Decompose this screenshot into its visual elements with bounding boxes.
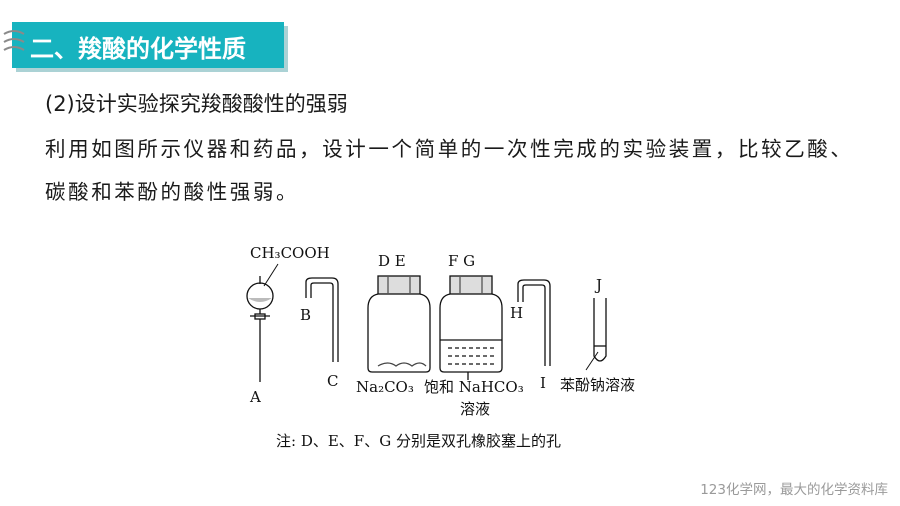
label-j: J	[594, 276, 602, 294]
funnel-leader-line	[263, 263, 279, 287]
binder-rings-icon	[3, 30, 25, 51]
bottle2-reagent-label-line2: 溶液	[460, 400, 490, 418]
apparatus-diagram: CH₃COOH A B C D E Na₂CO₃ F G 饱和 NaHCO₃ 溶…	[246, 244, 635, 450]
diagram-note: 注: D、E、F、G 分别是双孔橡胶塞上的孔	[276, 432, 561, 450]
label-fg: F G	[448, 252, 475, 270]
tube-reagent-label: 苯酚钠溶液	[560, 376, 635, 394]
label-de: D E	[378, 252, 406, 270]
body-paragraph: 利用如图所示仪器和药品，设计一个简单的一次性完成的实验装置，比较乙酸、碳酸和苯酚…	[45, 137, 854, 204]
bent-tube-hi-icon	[517, 279, 551, 366]
wide-mouth-bottle-fg-icon	[439, 275, 503, 380]
test-tube-icon	[593, 298, 607, 362]
label-i: I	[540, 374, 546, 392]
label-c: C	[327, 372, 338, 390]
funnel-reagent-label: CH₃COOH	[250, 244, 330, 262]
label-h: H	[510, 304, 523, 322]
footer-watermark: 123化学网，最大的化学资料库	[700, 482, 888, 498]
bottle2-reagent-label-line1: 饱和 NaHCO₃	[424, 378, 524, 396]
separatory-funnel-icon	[246, 276, 274, 382]
bottle1-reagent-label: Na₂CO₃	[356, 378, 414, 396]
bent-tube-bc-icon	[305, 277, 339, 362]
page-title: 二、羧酸的化学性质	[30, 35, 246, 63]
header-banner	[12, 22, 284, 68]
wide-mouth-bottle-de-icon	[367, 275, 431, 373]
label-a: A	[249, 388, 261, 406]
section-heading: (2)设计实验探究羧酸酸性的强弱	[45, 92, 348, 116]
label-b: B	[300, 306, 311, 324]
